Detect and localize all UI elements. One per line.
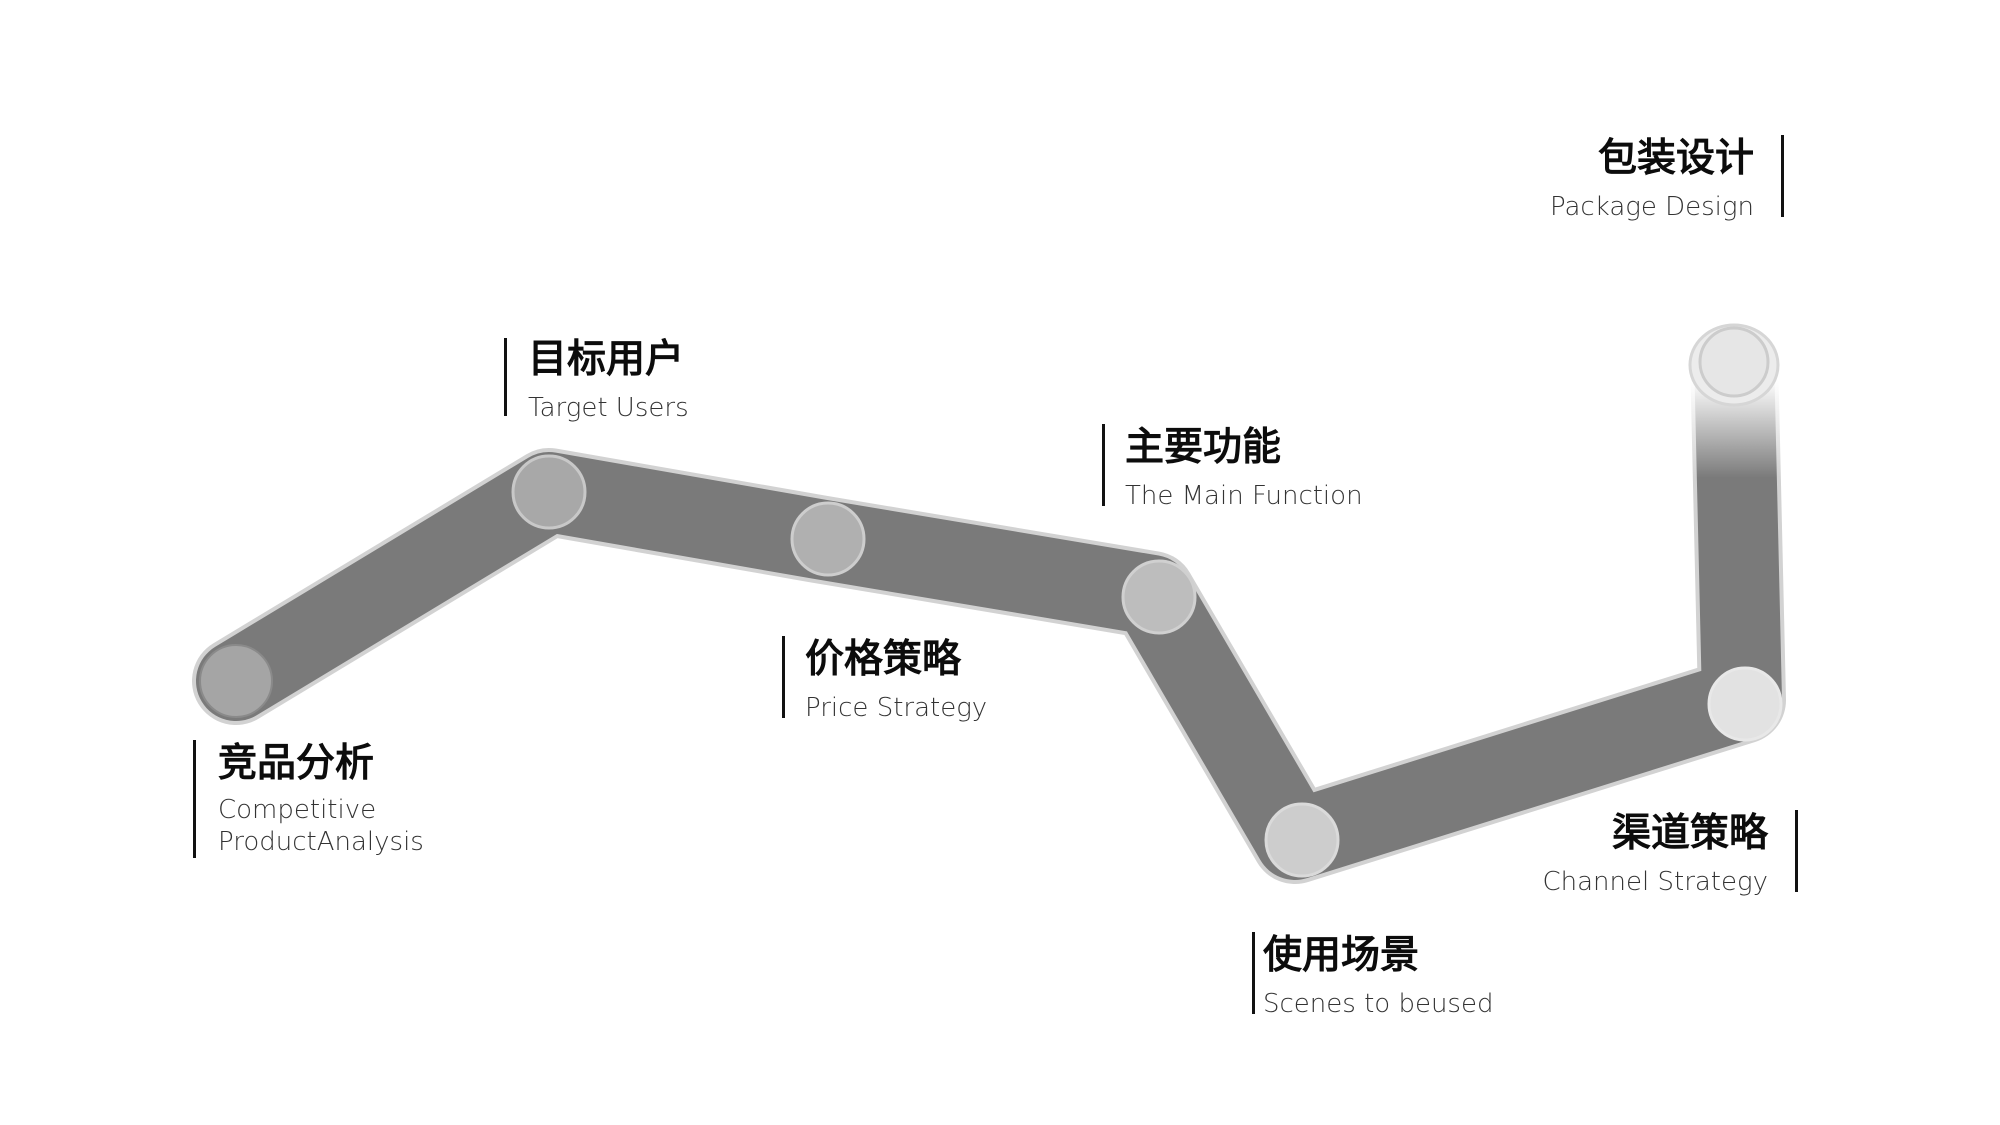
node-6-marker xyxy=(1707,666,1783,742)
step-1-subtitle-line-1: Competitive xyxy=(218,795,377,825)
step-6-divider xyxy=(1795,810,1798,892)
step-5-subtitle: Scenes to beused xyxy=(1263,989,1494,1019)
step-2-title: 目标用户 xyxy=(528,337,685,382)
step-2-label: 目标用户 Target Users xyxy=(504,336,689,424)
node-1-marker xyxy=(199,644,273,718)
step-2-subtitle: Target Users xyxy=(528,393,689,423)
step-3-title: 价格策略 xyxy=(805,637,962,682)
step-4-label: 主要功能 The Main Function xyxy=(1102,424,1363,512)
step-1-divider xyxy=(193,740,196,858)
step-4-title: 主要功能 xyxy=(1125,425,1282,470)
step-6-title: 渠道策略 xyxy=(1611,811,1768,856)
step-5-divider xyxy=(1252,932,1255,1014)
step-6-label: 渠道策略 Channel Strategy xyxy=(1542,810,1798,898)
step-2-divider xyxy=(504,338,507,416)
step-6-subtitle: Channel Strategy xyxy=(1542,867,1768,897)
step-1-label: 竞品分析 Competitive ProductAnalysis xyxy=(193,740,424,858)
step-3-label: 价格策略 Price Strategy xyxy=(782,636,988,724)
tube-body xyxy=(196,315,1782,880)
step-7-title: 包装设计 xyxy=(1597,136,1754,181)
step-1-subtitle-line-2: ProductAnalysis xyxy=(218,827,424,857)
node-3-marker xyxy=(790,501,866,577)
step-3-subtitle: Price Strategy xyxy=(805,693,988,723)
step-7-subtitle: Package Design xyxy=(1549,192,1754,222)
step-3-divider xyxy=(782,636,785,718)
step-1-title: 竞品分析 xyxy=(218,741,375,786)
node-4-marker xyxy=(1121,559,1197,635)
step-4-subtitle: The Main Function xyxy=(1125,481,1363,511)
node-2-marker xyxy=(511,454,587,530)
node-7-marker xyxy=(1698,326,1770,398)
step-7-divider xyxy=(1781,135,1784,217)
step-4-divider xyxy=(1102,424,1105,506)
step-7-label: 包装设计 Package Design xyxy=(1549,135,1784,223)
node-5-marker xyxy=(1264,802,1340,878)
step-5-title: 使用场景 xyxy=(1263,933,1420,978)
step-5-label: 使用场景 Scenes to beused xyxy=(1252,932,1494,1020)
